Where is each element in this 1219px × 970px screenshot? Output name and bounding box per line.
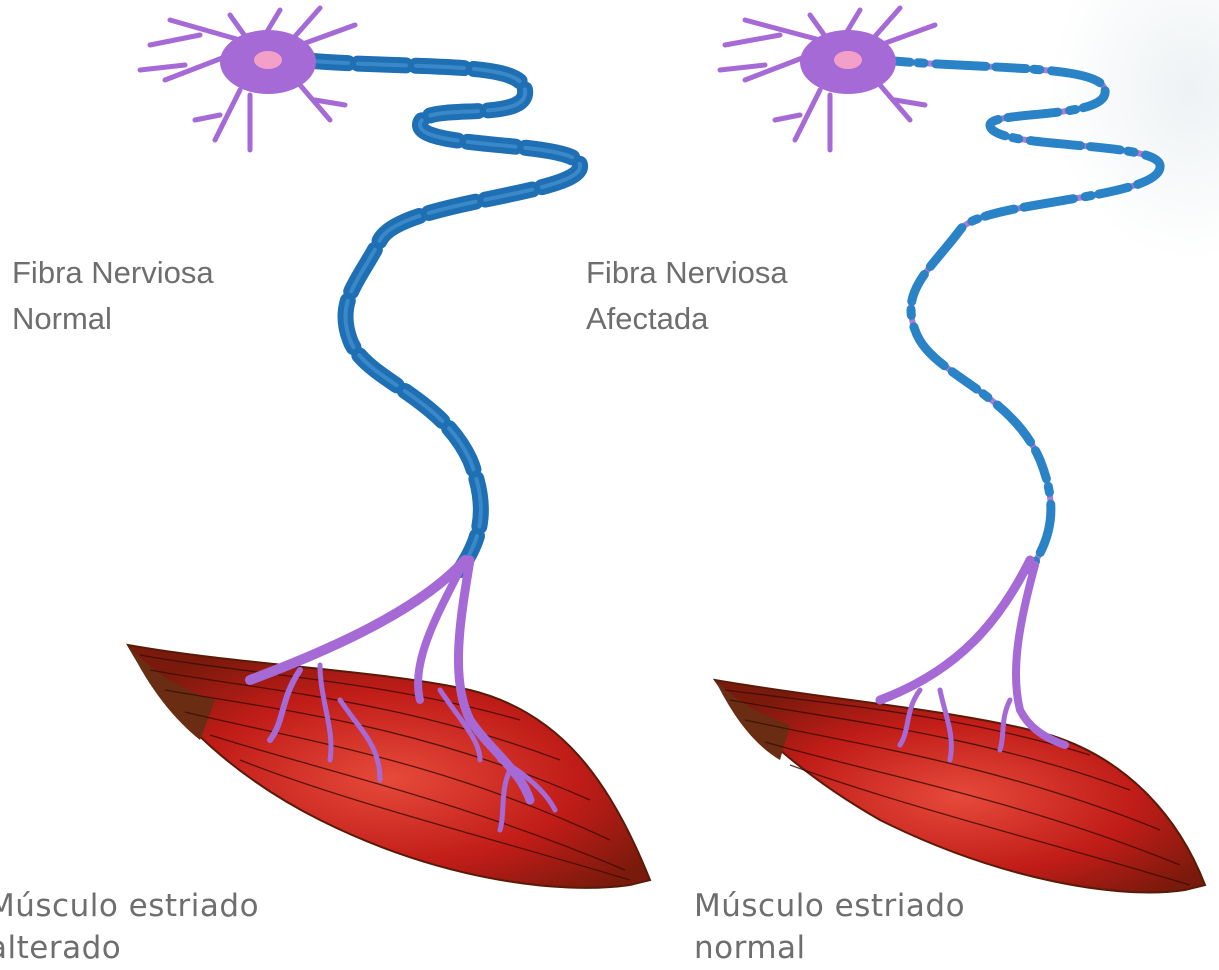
label-right-muscle: Músculo estriado normal <box>694 885 965 969</box>
label-left-muscle: Músculo estriado alterado <box>0 885 259 969</box>
left-nucleus <box>254 51 282 69</box>
left-diagram <box>128 8 650 888</box>
right-nucleus <box>834 51 862 69</box>
left-muscle <box>128 645 650 888</box>
label-left-fiber: Fibra Nerviosa Normal <box>12 250 214 342</box>
right-muscle <box>715 680 1205 892</box>
label-right-fiber: Fibra Nerviosa Afectada <box>586 250 788 342</box>
left-axon <box>300 60 580 570</box>
background-glow <box>1050 0 1219 260</box>
